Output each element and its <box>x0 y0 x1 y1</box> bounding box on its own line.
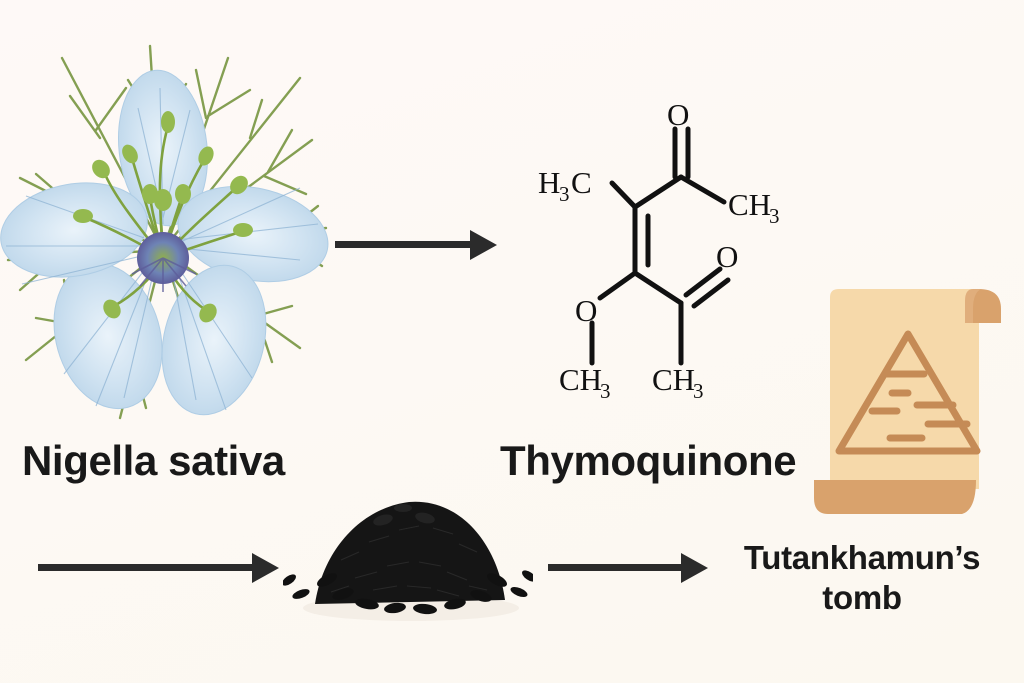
label-ch3-top-right-sub: 3 <box>769 204 780 228</box>
label-tomb-line2: tomb <box>822 579 902 617</box>
nigella-sativa-flower <box>0 18 330 430</box>
black-cumin-seed-pile <box>282 468 536 628</box>
label-o-methoxy: O <box>575 293 597 328</box>
papyrus-scroll-icon <box>812 275 1020 525</box>
arrow-flower-to-compound <box>335 230 505 260</box>
label-ch3-methoxy-sub: 3 <box>600 379 611 403</box>
scroll-paper <box>830 289 979 489</box>
chem-bonds <box>589 126 731 366</box>
label-o-top: O <box>667 97 689 132</box>
flower-anthers <box>73 111 253 323</box>
arrow-left-to-seeds <box>38 553 288 583</box>
label-tutankhamuns-tomb: Tutankhamun’s tomb <box>700 538 1024 619</box>
arrow-seeds-to-tomb <box>548 553 718 583</box>
label-h3c-sub: 3 <box>559 182 570 206</box>
pyramid-bricks <box>868 370 971 442</box>
label-h3c-c: C <box>571 165 592 200</box>
label-ch3-methoxy: CH <box>559 362 602 397</box>
label-tomb-line1: Tutankhamun’s <box>743 539 981 576</box>
label-ch3-bottom-right-sub: 3 <box>693 379 704 403</box>
label-thymoquinone: Thymoquinone <box>500 437 797 484</box>
label-ch3-bottom-right: CH <box>652 362 695 397</box>
label-o-bottom: O <box>716 239 738 274</box>
scroll-bottom-roll <box>814 480 962 514</box>
chem-atom-labels: H 3 C CH 3 O O O CH 3 CH 3 <box>538 97 780 403</box>
label-h3c-h: H <box>538 165 560 200</box>
label-ch3-top-right: CH <box>728 187 771 222</box>
pyramid-icon <box>835 330 981 455</box>
thymoquinone-structure: H 3 C CH 3 O O O CH 3 CH 3 <box>512 85 812 415</box>
label-nigella-sativa: Nigella sativa <box>22 437 285 484</box>
scroll-top-roll <box>973 289 1001 323</box>
